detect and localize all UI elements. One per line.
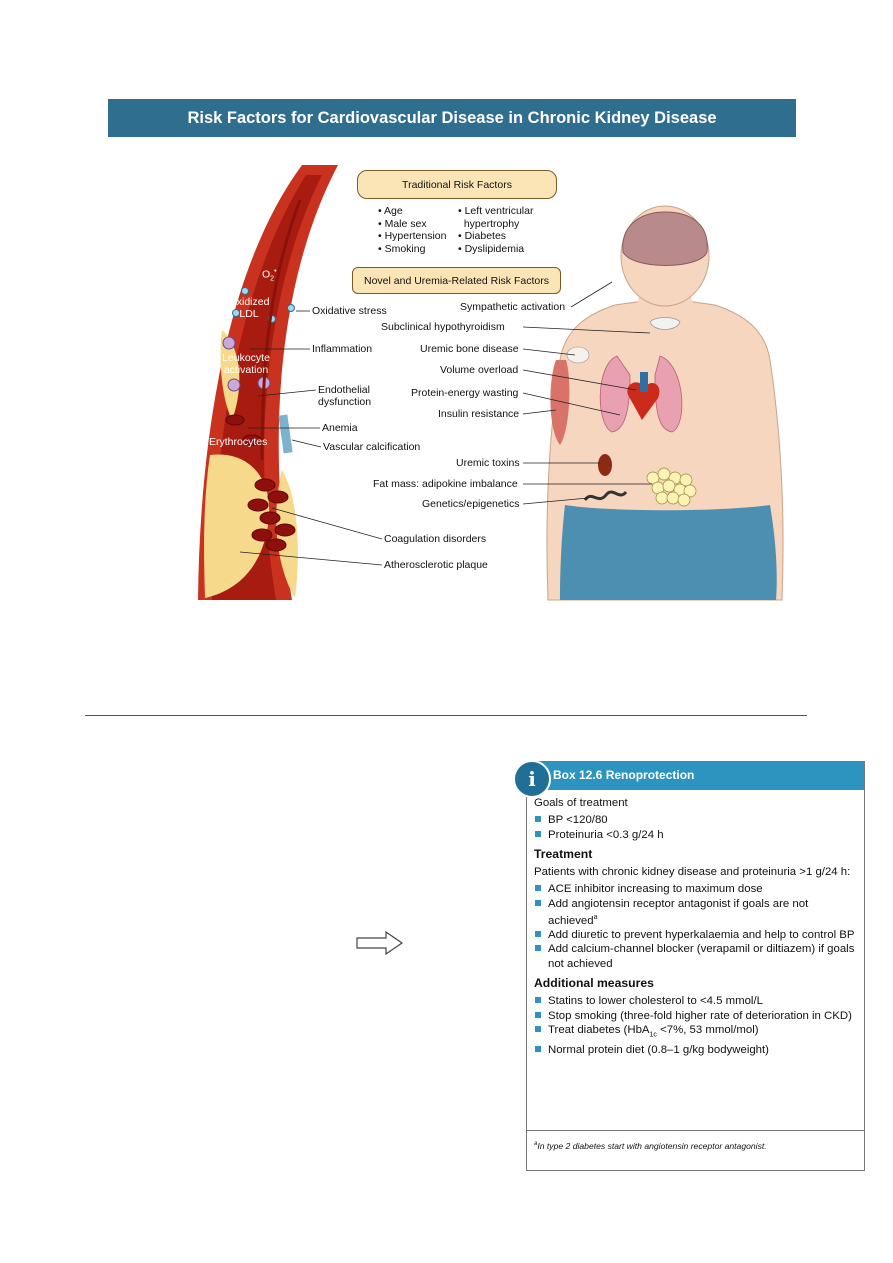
traditional-item: • Dyslipidemia [458,242,525,255]
anemia-label: Anemia [322,422,358,434]
diabetes-text-sub: 1c [649,1031,657,1039]
renoprotection-box: i Box 12.6 Renoprotection Goals of treat… [513,760,865,1171]
oxidized-ldl-label: Oxidized LDL [228,296,270,320]
box-header: i Box 12.6 Renoprotection [513,760,864,798]
treatment-item: Add calcium-channel blocker (verapamil o… [534,942,856,971]
sympathetic-activation-label: Sympathetic activation [460,301,566,313]
treatment-item: Add diuretic to prevent hyperkalaemia an… [534,928,856,942]
treatment-intro: Patients with chronic kidney disease and… [534,866,851,879]
footnote-marker: a [593,914,598,922]
figure-title-banner: Risk Factors for Cardiovascular Disease … [108,99,796,137]
traditional-risk-header: Traditional Risk Factors [357,170,557,199]
treatment-item-text: Add angiotensin receptor antagonist if g… [548,897,809,927]
leukocyte-activation-label: Leukocyte activation [222,352,270,376]
inflammation-label: Inflammation [312,343,373,355]
lung-left [599,355,631,433]
shoulder-bone [566,346,590,364]
o2-text: O [262,268,271,281]
endothelial-dysfunction-label: Endothelial dysfunction [318,384,372,408]
erythrocytes-label: Erythrocytes [209,436,268,448]
insulin-resistance-label: Insulin resistance [438,408,520,420]
diabetes-text-post: <7%, 53 mmol/mol) [656,1023,759,1036]
traditional-item: • Male sex [378,217,427,230]
plaque-upper [220,330,240,420]
right-arrow-icon [356,930,404,956]
body-leader-lines [522,281,652,505]
o2-sup: • [274,268,277,275]
vessel-leader-lines [239,310,383,566]
leukocytes [222,336,271,392]
oxidative-stress-label: Oxidative stress [312,305,387,317]
goals-label: Goals of treatment [534,797,628,809]
box-body: Goals of treatment BP <120/80 Proteinuri… [534,796,856,1057]
goal-item: BP <120/80 [534,813,856,827]
traditional-item: • Left ventricular [458,205,534,217]
aorta [640,372,648,392]
additional-item: Stop smoking (three-fold higher rate of … [534,1009,856,1023]
vascular-calcification-label: Vascular calcification [323,441,421,453]
traditional-item: • Age [378,205,403,217]
additional-item: Normal protein diet (0.8–1 g/kg bodyweig… [534,1043,856,1057]
heart [627,382,660,420]
flow-arrow [260,199,302,461]
plaque-lower [204,454,270,598]
additional-item: Statins to lower cholesterol to <4.5 mmo… [534,994,856,1008]
footnote-marker: a [534,1141,538,1148]
uremic-bone-disease-label: Uremic bone disease [420,343,519,355]
box-footnote: aIn type 2 diabetes start with angiotens… [534,1141,767,1151]
novel-risk-header: Novel and Uremia-Related Risk Factors [352,267,561,294]
person-trousers [560,505,777,600]
uremic-toxins-label: Uremic toxins [456,457,520,469]
dna-strand [583,490,628,502]
goal-item: Proteinuria <0.3 g/24 h [534,828,856,842]
kidney [598,454,612,476]
protein-energy-wasting-label: Protein-energy wasting [411,387,519,399]
treatment-heading: Treatment [534,846,593,861]
footnote-text: In type 2 diabetes start with angiotensi… [537,1141,767,1151]
info-icon: i [513,760,551,798]
treatment-item: Add angiotensin receptor antagonist if g… [534,897,856,928]
calcification [278,414,293,454]
brain [622,211,708,266]
traditional-risk-list-left: • Age • Male sex • Hypertension • Smokin… [378,205,446,255]
hypothyroidism-label: Subclinical hypothyroidism [381,321,505,333]
section-divider [85,715,807,716]
box-footer: aIn type 2 diabetes start with angiotens… [527,1130,864,1151]
atherosclerotic-plaque-label: Atherosclerotic plaque [384,559,488,571]
volume-overload-label: Volume overload [440,364,519,376]
fat-mass-label: Fat mass: adipokine imbalance [373,478,518,490]
treatment-item: ACE inhibitor increasing to maximum dose [534,882,856,896]
box-title: Box 12.6 Renoprotection [553,768,695,782]
traditional-item: hypertrophy [458,217,520,230]
o2-sub: 2 [270,275,275,283]
arm-muscle [550,360,570,445]
coagulation-disorders-label: Coagulation disorders [384,533,487,545]
additional-item: Treat diabetes (HbA1c <7%, 53 mmol/mol) [534,1023,856,1043]
o2-label: O2• [262,266,277,286]
fat-cells [646,467,697,507]
erythrocyte-cluster [225,414,296,552]
person-figure [546,205,784,601]
diabetes-text-pre: Treat diabetes (HbA [548,1023,650,1036]
genetics-label: Genetics/epigenetics [422,498,520,510]
traditional-item: • Diabetes [458,230,507,242]
risk-factor-illustration: Traditional Risk Factors • Age • Male se… [0,0,893,620]
illustration-graphics [198,165,784,601]
additional-heading: Additional measures [534,976,654,991]
thyroid [649,317,681,330]
traditional-risk-list-right: • Left ventricular hypertrophy • Diabete… [458,205,533,255]
traditional-item: • Smoking [378,242,426,255]
traditional-item: • Hypertension [378,230,447,242]
